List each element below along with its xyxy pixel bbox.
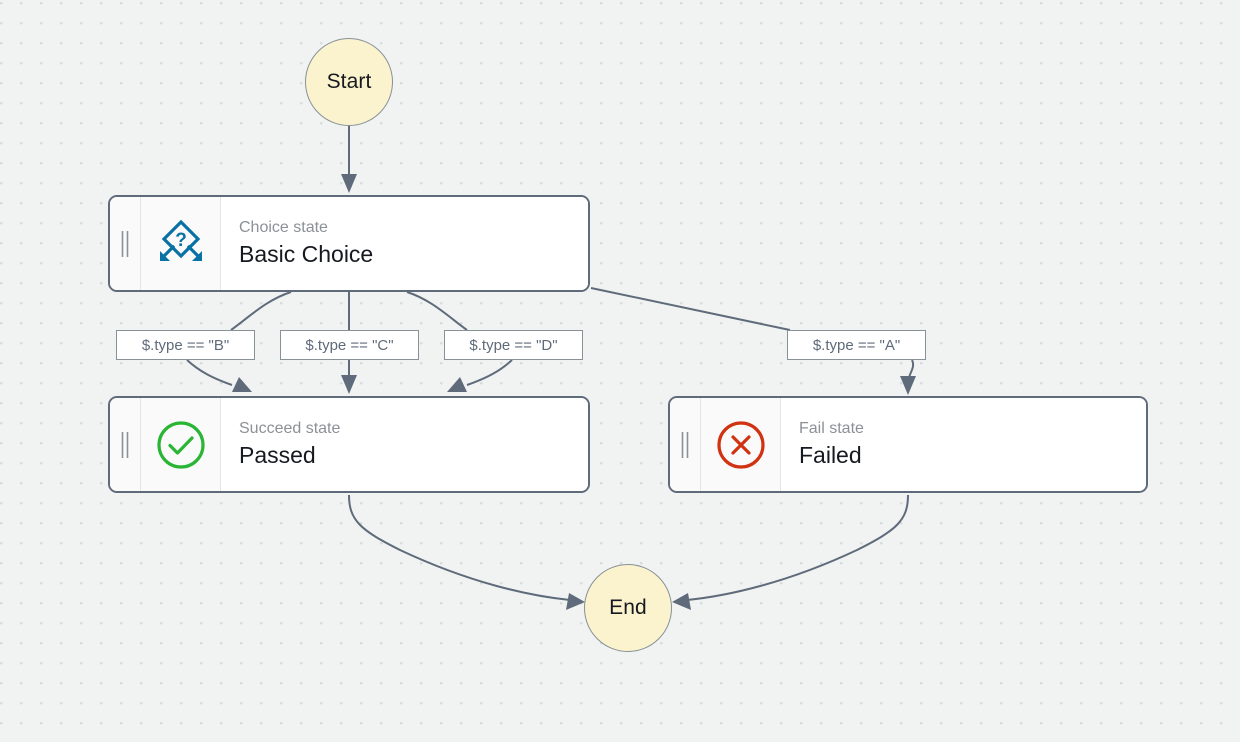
start-node[interactable]: Start (305, 38, 393, 126)
grip-lines-icon (121, 230, 129, 257)
drag-handle-icon[interactable] (110, 398, 141, 491)
start-node-label: Start (326, 70, 372, 93)
edge-failed-to-end (672, 494, 909, 610)
choice-diamond-icon: ? (159, 219, 202, 261)
node-subtitle: Fail state (799, 420, 864, 438)
svg-text:?: ? (175, 230, 187, 251)
node-title: Passed (239, 442, 316, 469)
choice-state-icon-cell: ? (141, 197, 221, 290)
node-subtitle: Succeed state (239, 420, 341, 438)
state-node-basic-choice[interactable]: ? Choice state Basic Choice (108, 195, 590, 292)
succeed-state-icon-cell (141, 398, 221, 491)
end-node[interactable]: End (584, 564, 672, 652)
grip-lines-icon (681, 431, 689, 458)
x-circle-icon (716, 420, 765, 469)
node-title: Basic Choice (239, 241, 374, 268)
state-node-passed[interactable]: Succeed state Passed (108, 396, 590, 493)
end-node-label: End (609, 596, 647, 619)
edge-label-cond-d[interactable]: $.type == "D" (444, 330, 583, 360)
succeed-state-text-cell: Succeed state Passed (221, 398, 588, 491)
state-node-failed[interactable]: Fail state Failed (668, 396, 1148, 493)
check-circle-icon (156, 420, 205, 469)
edge-passed-to-end (348, 494, 585, 610)
fail-state-text-cell: Fail state Failed (781, 398, 1146, 491)
drag-handle-icon[interactable] (670, 398, 701, 491)
edge-label-cond-a[interactable]: $.type == "A" (787, 330, 926, 360)
drag-handle-icon[interactable] (110, 197, 141, 290)
fail-state-icon-cell (701, 398, 781, 491)
node-title: Failed (799, 442, 862, 469)
edge-label-cond-c[interactable]: $.type == "C" (280, 330, 419, 360)
choice-state-text-cell: Choice state Basic Choice (221, 197, 588, 290)
edge-start-to-choice (341, 126, 357, 193)
node-subtitle: Choice state (239, 219, 328, 237)
grip-lines-icon (121, 431, 129, 458)
edge-label-cond-b[interactable]: $.type == "B" (116, 330, 255, 360)
